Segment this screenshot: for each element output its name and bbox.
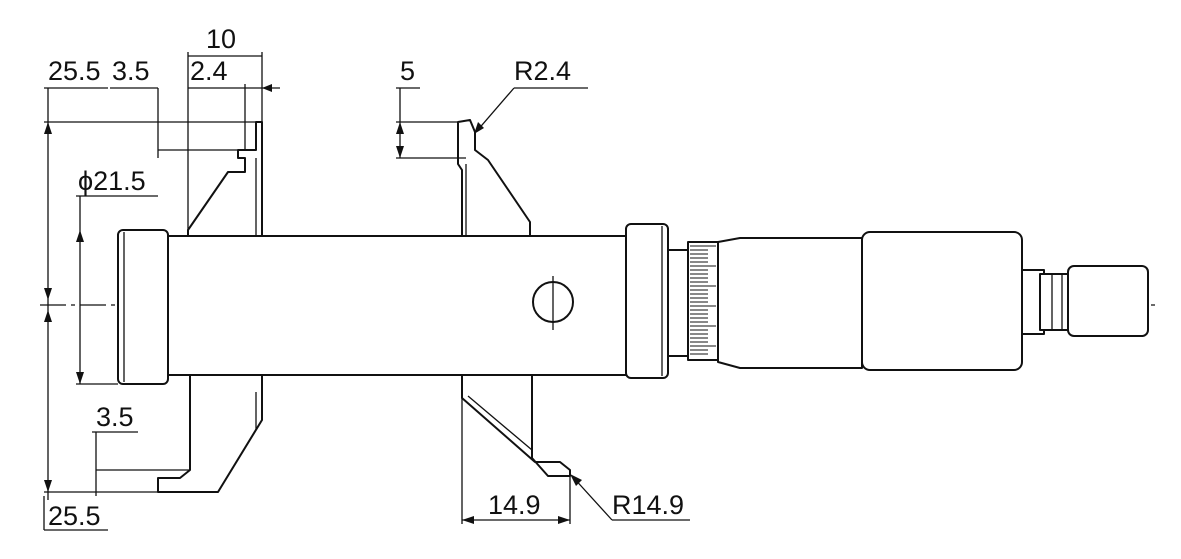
dim-25-5-top-label: 25.5	[48, 56, 101, 86]
dim-2-4-label: 2.4	[190, 56, 228, 86]
dim-phi-arrow-top	[76, 230, 84, 242]
left-end-collar	[117, 229, 169, 385]
ratchet-body	[861, 231, 1023, 371]
dim-5-arrow-bottom	[396, 146, 404, 158]
upper-middle-jaw	[457, 119, 531, 237]
dim-25-5-bottom-label: 25.5	[48, 501, 101, 531]
dim-25-5-arrow-mid-down	[44, 310, 52, 322]
dim-5-label: 5	[400, 56, 415, 86]
dim-25-5-arrow-top	[44, 122, 52, 134]
thimble-body	[717, 237, 863, 369]
ratchet-cap	[1067, 265, 1149, 337]
dim-r14-9-leader	[571, 475, 613, 521]
dim-14-9-arrow-right	[558, 516, 570, 524]
dim-r2-4-arrow	[474, 122, 484, 134]
ratchet-ring	[1039, 273, 1071, 331]
dim-3-5-bottom-label: 3.5	[96, 402, 134, 432]
dim-25-5-arrow-bottom	[44, 480, 52, 492]
dim-r14-9-arrow	[570, 474, 582, 486]
lower-middle-jaw-edge	[467, 395, 533, 451]
thimble-graduation-marks	[690, 245, 716, 355]
dim-r14-9-label: R14.9	[612, 490, 684, 520]
lower-middle-jaw	[461, 374, 571, 477]
dim-r2-4-leader	[475, 87, 515, 133]
dim-14-9-label: 14.9	[488, 490, 541, 520]
dim-14-9-arrow-left	[462, 516, 474, 524]
dim-2-4-arrow	[262, 84, 272, 92]
dim-25-5-arrow-mid-up	[44, 288, 52, 300]
dim-10-label: 10	[206, 24, 236, 54]
dim-5-arrow-top	[396, 122, 404, 134]
dim-phi-label: ϕ21.5	[78, 166, 146, 196]
sleeve	[667, 249, 691, 357]
dim-3-5-top-label: 3.5	[112, 56, 150, 86]
upper-left-jaw	[187, 121, 263, 237]
lower-left-jaw	[157, 374, 263, 493]
dim-phi-arrow-bottom	[76, 372, 84, 384]
dim-r2-4-label: R2.4	[514, 56, 571, 86]
